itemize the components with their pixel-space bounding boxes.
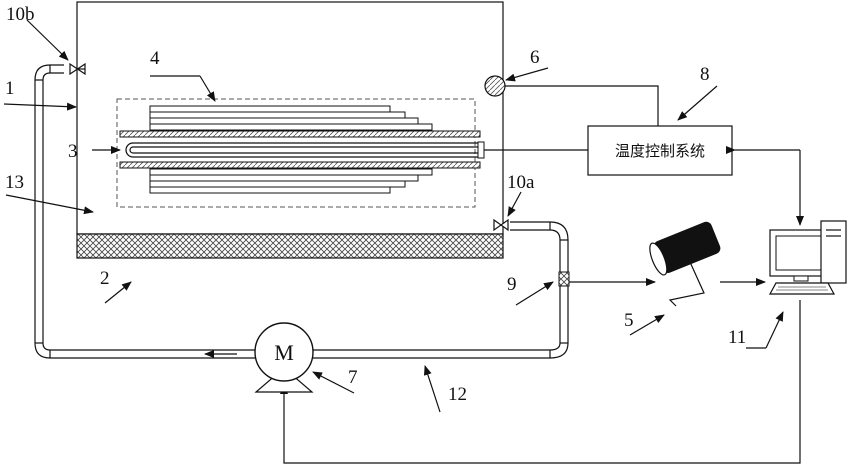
heater-rod <box>126 142 484 158</box>
label-13: 13 <box>5 172 24 193</box>
pump-symbol: M <box>274 340 294 365</box>
label-4: 4 <box>150 48 160 69</box>
label-1: 1 <box>5 78 15 99</box>
control-box-label: 温度控制系统 <box>615 142 705 160</box>
label-3: 3 <box>68 141 78 162</box>
label-9: 9 <box>507 274 517 295</box>
pump: M <box>255 323 313 392</box>
temperature-control-box: 温度控制系统 <box>588 126 732 175</box>
label-12: 12 <box>448 384 467 405</box>
temperature-sensor <box>485 76 505 96</box>
valve-10a <box>494 220 508 230</box>
heating-base <box>77 234 503 258</box>
leader-arrows <box>4 20 783 412</box>
label-6: 6 <box>530 47 540 68</box>
label-5: 5 <box>624 310 634 331</box>
label-2: 2 <box>100 268 110 289</box>
computer <box>770 221 846 294</box>
label-10a: 10a <box>507 172 535 193</box>
label-8: 8 <box>700 64 710 85</box>
label-11: 11 <box>728 327 746 348</box>
sample-stack <box>120 106 480 193</box>
label-7: 7 <box>348 367 358 388</box>
label-10b: 10b <box>6 4 35 25</box>
flow-meter <box>559 272 569 286</box>
camera <box>646 220 722 306</box>
